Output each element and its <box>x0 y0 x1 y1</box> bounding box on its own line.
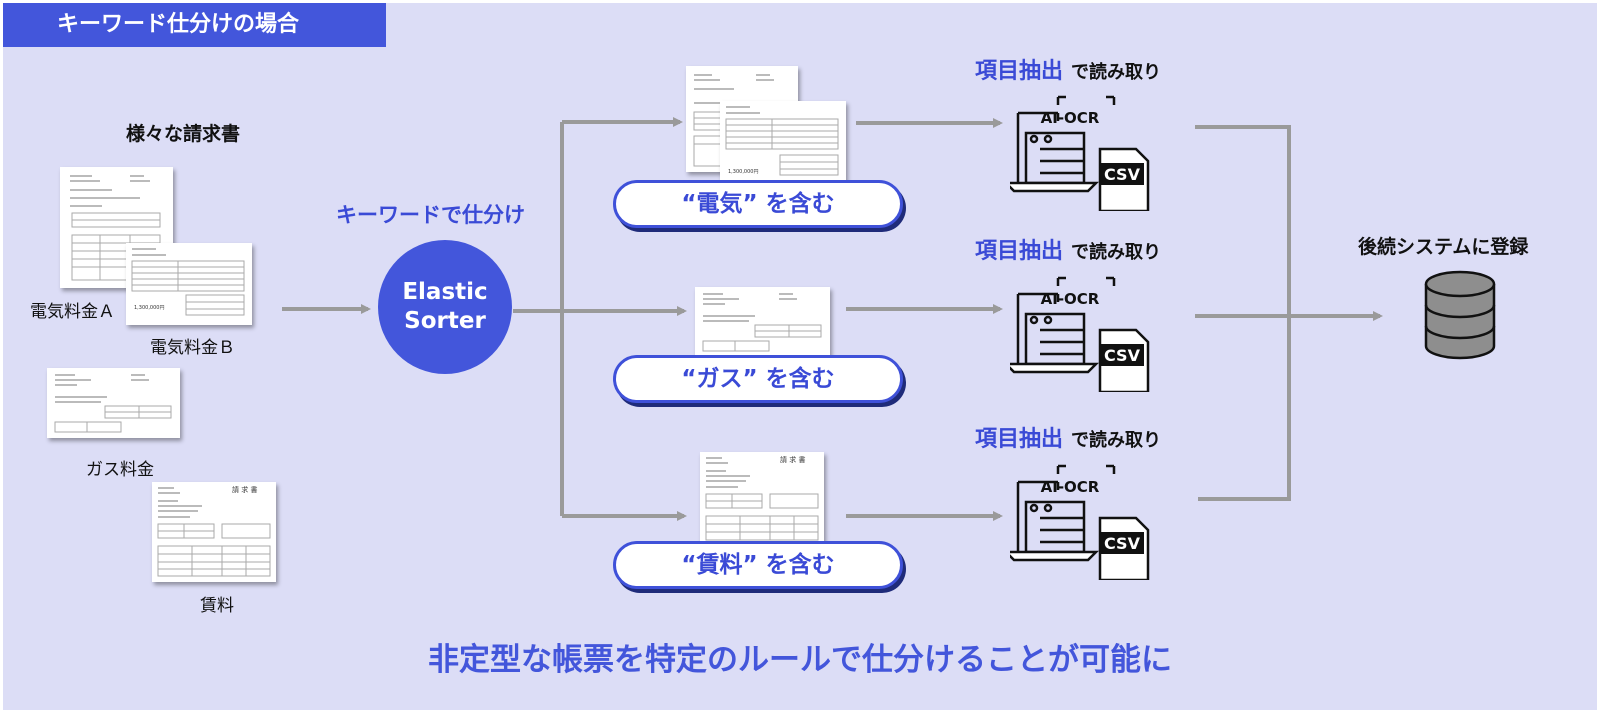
rule-pill-denki: “電気” を含む <box>613 180 903 228</box>
doc-label-chinryo: 賃料 <box>200 596 234 616</box>
branch-chinryo-doc: 請 求 書 <box>700 452 824 544</box>
ai-ocr-icon-3: CSV AI-OCR <box>1010 464 1150 580</box>
ai-ocr-label-1: AI-OCR <box>1041 109 1100 127</box>
invoice-gas <box>47 368 180 438</box>
invoice-b-amount: 1,300,000円 <box>134 305 164 311</box>
doc-label-gas: ガス料金 <box>86 460 154 480</box>
extract-caption-1: 項目抽出で読み取り <box>975 53 1161 85</box>
doc-label-denki-b: 電気料金Ｂ <box>150 338 235 358</box>
inputs-header: 様々な請求書 <box>126 123 241 145</box>
sorter-caption: キーワードで仕分け <box>336 203 525 227</box>
chinryo-doc-heading: 請 求 書 <box>232 485 257 494</box>
sorter-line-2: Sorter <box>404 308 486 334</box>
extract-caption-2: 項目抽出で読み取り <box>975 233 1161 265</box>
branch-chinryo-heading: 請 求 書 <box>780 455 805 464</box>
csv-label-1: CSV <box>1104 165 1141 184</box>
output-label: 後続システムに登録 <box>1358 236 1529 258</box>
branch-gas-doc <box>695 287 830 357</box>
rule-pill-gas: “ガス” を含む <box>613 355 903 403</box>
extract-bold-2: 項目抽出 <box>975 239 1064 264</box>
tagline: 非定型な帳票を特定のルールで仕分けることが可能に <box>428 642 1172 678</box>
page-title: キーワード仕分けの場合 <box>3 3 386 47</box>
rule-pill-chinryo: “賃料” を含む <box>613 541 903 589</box>
extract-rest-3: で読み取り <box>1071 430 1162 451</box>
csv-label-3: CSV <box>1104 534 1141 553</box>
branch-denki-amount: 1,300,000円 <box>728 169 758 175</box>
sorter-line-1: Elastic <box>402 279 488 305</box>
extract-bold-1: 項目抽出 <box>975 59 1064 84</box>
invoice-denki-b: 1,300,000円 <box>126 243 252 325</box>
extract-rest-2: で読み取り <box>1071 242 1162 263</box>
branch-denki-doc-front: 1,300,000円 <box>720 101 846 187</box>
ai-ocr-icon-2: CSV AI-OCR <box>1010 276 1150 392</box>
ai-ocr-label-2: AI-OCR <box>1041 290 1100 308</box>
elastic-sorter-node: Elastic Sorter <box>378 240 512 374</box>
database-icon <box>1424 270 1496 360</box>
extract-rest-1: で読み取り <box>1071 62 1162 83</box>
extract-caption-3: 項目抽出で読み取り <box>975 421 1161 453</box>
ai-ocr-label-3: AI-OCR <box>1041 478 1100 496</box>
csv-label-2: CSV <box>1104 346 1141 365</box>
doc-label-denki-a: 電気料金Ａ <box>30 302 115 322</box>
merge-line <box>1195 125 1291 501</box>
invoice-chinryo: 請 求 書 <box>152 482 276 582</box>
extract-bold-3: 項目抽出 <box>975 427 1064 452</box>
ai-ocr-icon-1: CSV AI-OCR <box>1010 95 1150 211</box>
